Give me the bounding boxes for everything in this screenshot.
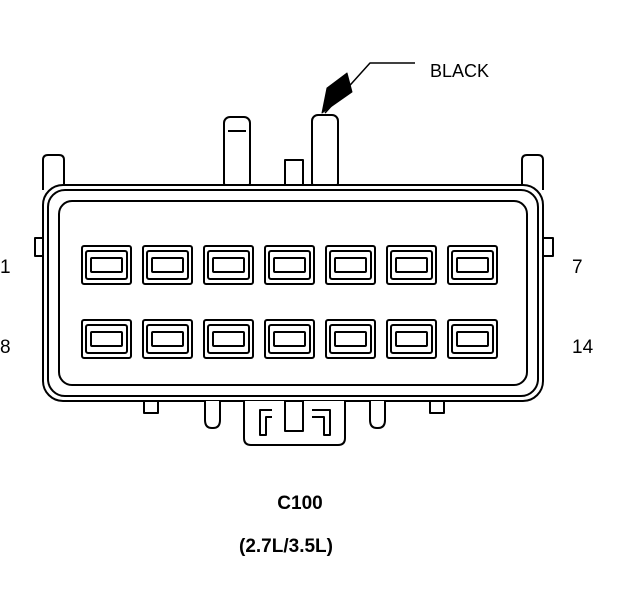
- connector-id: C100: [277, 493, 323, 514]
- top-tab-right: [311, 114, 339, 190]
- cavity-5: [325, 245, 376, 285]
- cavity-10: [203, 319, 254, 359]
- pin-label-7: 7: [572, 257, 583, 278]
- cavity-8: [81, 319, 132, 359]
- cavity-7: [447, 245, 498, 285]
- cavity-4: [264, 245, 315, 285]
- cavity-14: [447, 319, 498, 359]
- connector-application: (2.7L/3.5L): [239, 536, 333, 557]
- cavity-12: [325, 319, 376, 359]
- leader-arrow: [321, 62, 415, 114]
- pin-label-1: 1: [0, 257, 11, 278]
- top-tab-left: [223, 116, 251, 190]
- connector-housing: [42, 184, 544, 402]
- cavity-11: [264, 319, 315, 359]
- cavity-1: [81, 245, 132, 285]
- cavity-13: [386, 319, 437, 359]
- cavity-9: [142, 319, 193, 359]
- cavity-2: [142, 245, 193, 285]
- cavity-6: [386, 245, 437, 285]
- pin-label-8: 8: [0, 337, 11, 358]
- bottom-features: [143, 400, 445, 446]
- pin-label-14: 14: [572, 337, 594, 358]
- cavity-3: [203, 245, 254, 285]
- connector-color-label: BLACK: [430, 61, 490, 81]
